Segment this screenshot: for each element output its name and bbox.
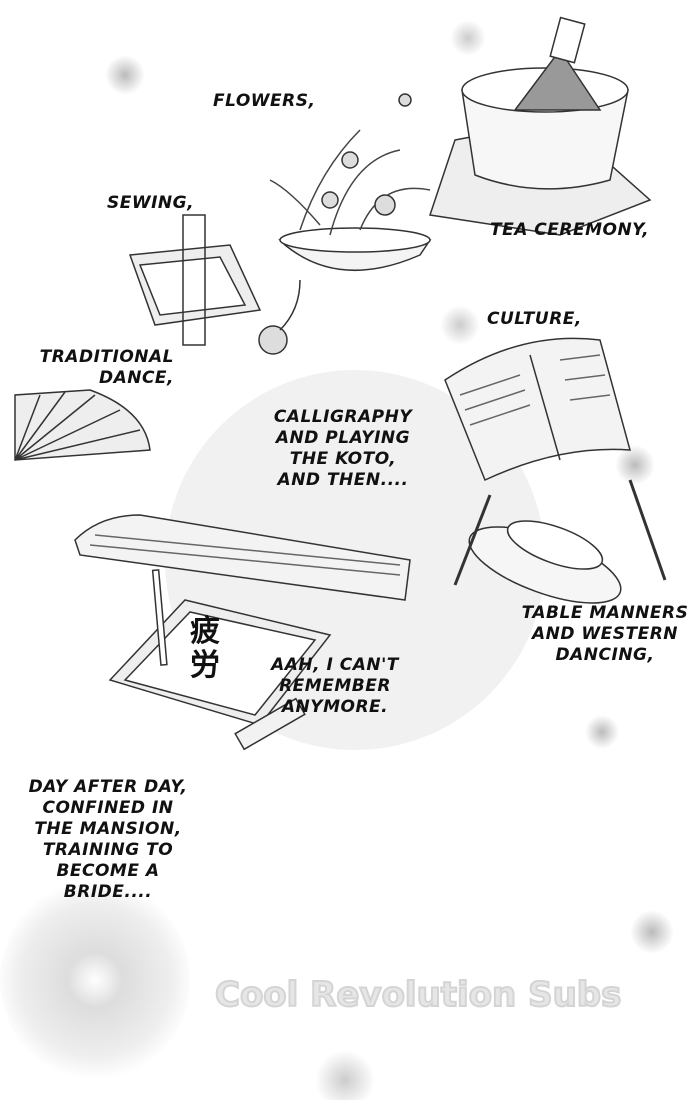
tone-blob bbox=[585, 715, 619, 749]
caption-traditional-dance: TRADITIONAL DANCE, bbox=[39, 347, 174, 388]
tone-blob bbox=[615, 445, 655, 485]
flower-arrangement bbox=[269, 93, 432, 272]
caption-culture: CULTURE, bbox=[487, 309, 582, 329]
watermark-text: Cool Revolution Subs bbox=[214, 974, 622, 1016]
calligraphy-paper bbox=[108, 569, 332, 751]
tone-blob bbox=[105, 55, 145, 95]
tone-blob bbox=[630, 910, 674, 954]
book bbox=[444, 337, 632, 482]
caption-calligraphy: CALLIGRAPHY AND PLAYING THE KOTO, AND TH… bbox=[273, 407, 413, 490]
tone-blob bbox=[440, 305, 480, 345]
caption-day-after-day: DAY AFTER DAY, CONFINED IN THE MANSION, … bbox=[28, 777, 188, 902]
caption-flowers: FLOWERS, bbox=[213, 91, 316, 111]
caption-sewing: SEWING, bbox=[107, 193, 195, 213]
plate-and-cutlery bbox=[453, 479, 667, 604]
tea-bowl bbox=[429, 16, 652, 236]
caption-tea-ceremony: TEA CEREMONY, bbox=[490, 220, 650, 240]
tone-blob bbox=[0, 880, 190, 1080]
caption-table-manners: TABLE MANNERS AND WESTERN DANCING, bbox=[521, 603, 689, 665]
koto bbox=[74, 514, 411, 601]
tone-blob bbox=[315, 1050, 375, 1100]
sewing-box bbox=[128, 214, 301, 355]
tone-blob bbox=[450, 20, 486, 56]
folding-fan bbox=[14, 389, 151, 461]
caption-cant-remember: AAH, I CAN'T REMEMBER ANYMORE. bbox=[271, 655, 399, 717]
kanji-calligraphy: 疲労 bbox=[190, 614, 221, 683]
